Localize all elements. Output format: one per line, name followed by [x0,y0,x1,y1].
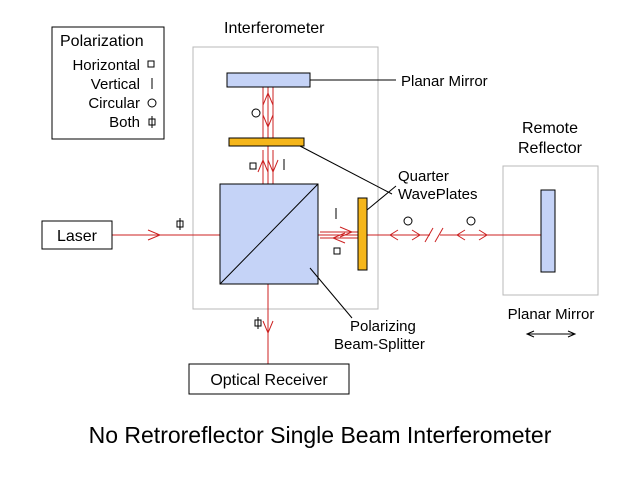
square-icon [147,60,155,68]
both-marker-laser [176,218,184,230]
both-marker-bottom [254,317,262,329]
beam-splitter-label: Beam-Splitter [334,336,425,353]
circle-icon [147,98,157,108]
quarter-label: Quarter [398,168,449,185]
legend-vertical-label: Vertical [91,76,140,93]
planar-mirror-top [226,72,311,88]
legend-circular-label: Circular [88,95,140,112]
laser-box: Laser [41,220,113,250]
waveplates-label: WavePlates [398,186,477,203]
optical-receiver-label: Optical Receiver [210,372,328,389]
circle-marker-right1 [403,216,413,226]
beam-arrows [147,91,488,335]
polarization-legend: Polarization Horizontal Vertical Circula… [51,26,165,140]
legend-horizontal-label: Horizontal [72,57,140,74]
leader-lines [299,79,397,319]
planar-mirror-remote-label: Planar Mirror [508,306,595,323]
remote-reflector-enclosure [502,165,599,296]
remote-label: Remote [522,120,578,137]
optical-receiver-box: Optical Receiver [188,363,350,395]
motion-arrow-icon [525,330,577,338]
square-bar-icon [148,116,156,128]
quarter-waveplate-top [228,137,305,147]
reflector-label: Reflector [518,140,583,157]
planar-mirror-top-label: Planar Mirror [401,73,488,90]
interferometer-enclosure [192,46,379,310]
quarter-waveplate-side [357,197,368,271]
laser-label: Laser [57,228,98,245]
legend-heading: Polarization [60,33,144,50]
beam-splitter-diagonal [219,183,319,285]
square-marker-side [333,247,341,255]
legend-both-label: Both [109,114,140,131]
interferometer-label: Interferometer [224,20,325,37]
circle-marker-top [251,108,261,118]
diagram-title: No Retroreflector Single Beam Interferom… [89,422,552,448]
planar-mirror-remote [540,189,556,273]
beam-break-icon [424,227,444,243]
polarization-markers [176,108,476,329]
circle-marker-right2 [466,216,476,226]
polarizing-label: Polarizing [350,318,416,335]
square-marker-top [249,162,257,170]
